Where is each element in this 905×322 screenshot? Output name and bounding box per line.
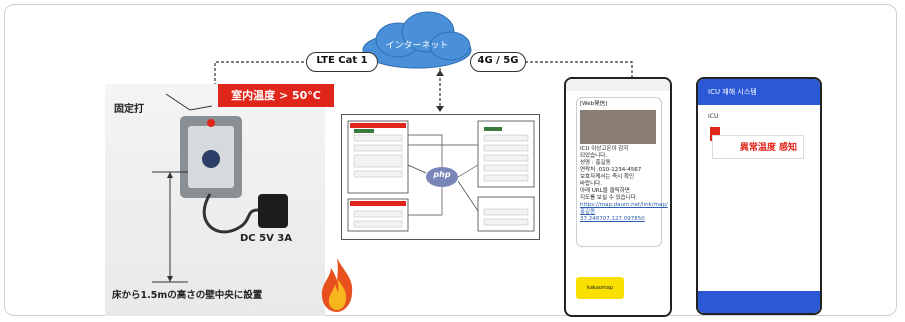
app-title-bar: ICU 재해 시스템 bbox=[698, 79, 820, 105]
sensor-device bbox=[180, 116, 242, 198]
flow-chart-graphic bbox=[347, 120, 535, 232]
sms-line: 되었습니다. bbox=[580, 153, 608, 159]
map-link[interactable]: https://map.daum.net/link/map/홍길동 bbox=[580, 202, 668, 215]
sms-line: 연락처 :010-1234-4567 bbox=[580, 167, 642, 173]
app-phone: ICU 재해 시스템 ICU 異常温度 感知 bbox=[696, 77, 822, 315]
sms-message-bubble: [Web発信] ICU 이상고온이 감지 되었습니다. 성명 : 홍길동 연락처… bbox=[576, 97, 668, 247]
mount-line bbox=[165, 93, 213, 111]
internet-cloud bbox=[362, 11, 472, 69]
alert-marker-icon bbox=[710, 127, 720, 141]
height-marker bbox=[152, 171, 188, 283]
status-bar bbox=[566, 79, 670, 91]
map-coords[interactable]: 37.248707,127.097850 bbox=[580, 216, 645, 222]
mount-label: 固定打 bbox=[114, 104, 144, 115]
sms-line: 지도를 보실 수 있습니다. bbox=[580, 195, 638, 201]
sensor-lens-icon bbox=[202, 150, 220, 168]
status-led-icon bbox=[207, 119, 215, 127]
power-label: DC 5V 3A bbox=[240, 233, 292, 244]
temperature-alert[interactable]: 異常温度 感知 bbox=[712, 135, 804, 159]
sms-line: 아래 URL을 클릭하면 bbox=[580, 188, 630, 194]
sms-header: [Web発信] bbox=[580, 101, 608, 107]
server-arrow-down bbox=[436, 106, 444, 112]
lte-cat1-pill: LTE Cat 1 bbox=[306, 52, 378, 72]
cloud-label: インターネット bbox=[385, 41, 449, 51]
lte-link-line bbox=[214, 61, 308, 86]
sms-line: 성명 : 홍길동 bbox=[580, 160, 611, 166]
php-logo: php bbox=[433, 170, 451, 179]
sms-line: 보호자께서는 즉시 확인 bbox=[580, 174, 635, 180]
app-bottom-nav[interactable] bbox=[698, 291, 820, 313]
kakaomap-button[interactable]: kakaomap bbox=[576, 277, 624, 299]
mobile-network-pill: 4G / 5G bbox=[470, 52, 526, 72]
temperature-warning-banner: 室内温度 > 50°C bbox=[218, 84, 334, 107]
server-flow-diagram: php bbox=[341, 114, 540, 240]
power-adapter-icon bbox=[258, 194, 288, 228]
sms-line: 바랍니다. bbox=[580, 181, 602, 187]
fire-icon bbox=[321, 258, 353, 312]
power-cable bbox=[202, 193, 259, 234]
sms-phone: [Web発信] ICU 이상고온이 감지 되었습니다. 성명 : 홍길동 연락처… bbox=[564, 77, 672, 317]
installation-height-note: 床から1.5mの高さの壁中央に設置 bbox=[112, 290, 263, 301]
sms-photo bbox=[580, 110, 656, 144]
server-arrow-up bbox=[436, 70, 444, 76]
app-section-label: ICU bbox=[708, 113, 719, 120]
sms-line: ICU 이상고온이 감지 bbox=[580, 146, 629, 152]
